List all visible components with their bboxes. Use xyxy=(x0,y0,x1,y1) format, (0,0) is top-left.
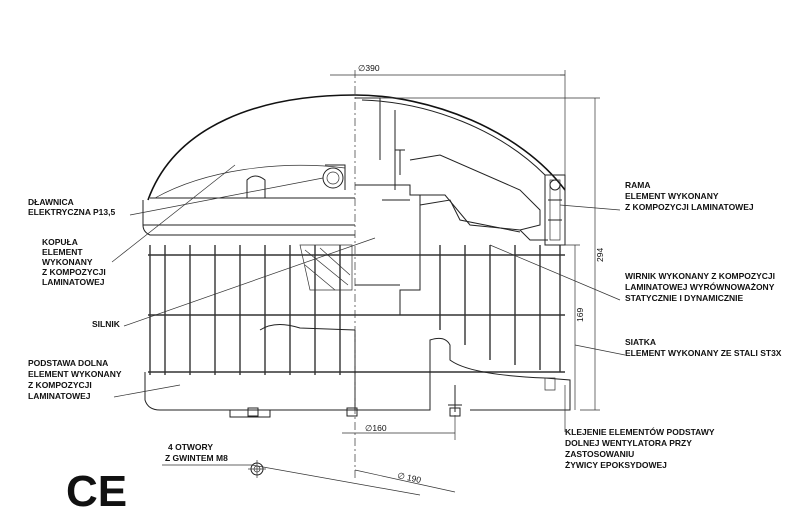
label-text: ZASTOSOWANIU xyxy=(565,449,634,459)
cable-gland xyxy=(246,164,346,198)
dimension-294: 294 xyxy=(595,248,605,262)
guard-mesh xyxy=(148,245,565,375)
label-text: LAMINATOWEJ xyxy=(28,391,91,401)
dimension-169: 169 xyxy=(575,308,585,322)
label-text: PODSTAWA DOLNA xyxy=(28,358,108,368)
label-text: RAMA xyxy=(625,180,651,190)
label-text: DOLNEJ WENTYLATORA PRZY xyxy=(565,438,692,448)
label-motor: SILNIK xyxy=(92,319,121,329)
label-gluing: KLEJENIE ELEMENTÓW PODSTAWY DOLNEJ WENTY… xyxy=(565,426,715,470)
label-text: STATYCZNIE I DYNAMICZNIE xyxy=(625,293,744,303)
label-mesh: SIATKA ELEMENT WYKONANY ZE STALI ST3X xyxy=(625,337,782,358)
dimension-lines xyxy=(162,70,600,496)
label-text: KOPUŁA xyxy=(42,237,78,247)
dimension-390: ∅390 xyxy=(358,63,380,73)
label-text: ELEKTRYCZNA P13,5 xyxy=(28,207,115,217)
label-cable-gland: DŁAWNICA ELEKTRYCZNA P13,5 xyxy=(28,197,115,217)
label-text: ŻYWICY EPOKSYDOWEJ xyxy=(565,460,667,470)
label-text: LAMINATOWEJ WYRÓWNOWAŻONY xyxy=(625,281,775,292)
motor xyxy=(299,184,421,316)
label-text: Z KOMPOZYCJI xyxy=(42,267,106,277)
label-dome: KOPUŁA ELEMENT WYKONANY Z KOMPOZYCJI LAM… xyxy=(42,237,106,287)
label-text: ELEMENT xyxy=(42,247,83,257)
label-text: KLEJENIE ELEMENTÓW PODSTAWY xyxy=(565,426,715,437)
dimension-190: ∅ 190 xyxy=(397,470,423,485)
label-text: Z KOMPOZYCJI xyxy=(28,380,92,390)
mounting-hole xyxy=(248,460,266,478)
label-impeller: WIRNIK WYKONANY Z KOMPOZYCJI LAMINATOWEJ… xyxy=(625,271,775,303)
label-text: Z KOMPOZYCJI LAMINATOWEJ xyxy=(625,202,754,212)
leader-lines xyxy=(111,164,626,432)
label-text: Z GWINTEM M8 xyxy=(165,453,228,463)
label-text: 4 OTWORY xyxy=(168,442,213,452)
label-text: ELEMENT WYKONANY ZE STALI ST3X xyxy=(625,348,782,358)
dimension-160: ∅160 xyxy=(365,423,387,433)
label-text: DŁAWNICA xyxy=(28,197,74,207)
label-text: ELEMENT WYKONANY xyxy=(625,191,719,201)
label-text: WYKONANY xyxy=(42,257,93,267)
label-text: SIATKA xyxy=(625,337,656,347)
label-text: ELEMENT WYKONANY xyxy=(28,369,122,379)
label-text: WIRNIK WYKONANY Z KOMPOZYCJI xyxy=(625,271,775,281)
label-holes: 4 OTWORY Z GWINTEM M8 xyxy=(165,442,228,463)
dome xyxy=(142,94,356,236)
ce-mark: CE xyxy=(66,467,127,516)
label-text: LAMINATOWEJ xyxy=(42,277,105,287)
label-base: PODSTAWA DOLNA ELEMENT WYKONANY Z KOMPOZ… xyxy=(28,358,122,401)
base xyxy=(144,324,571,418)
dome-section xyxy=(354,94,566,191)
label-text: SILNIK xyxy=(92,319,121,329)
label-frame: RAMA ELEMENT WYKONANY Z KOMPOZYCJI LAMIN… xyxy=(625,180,754,212)
